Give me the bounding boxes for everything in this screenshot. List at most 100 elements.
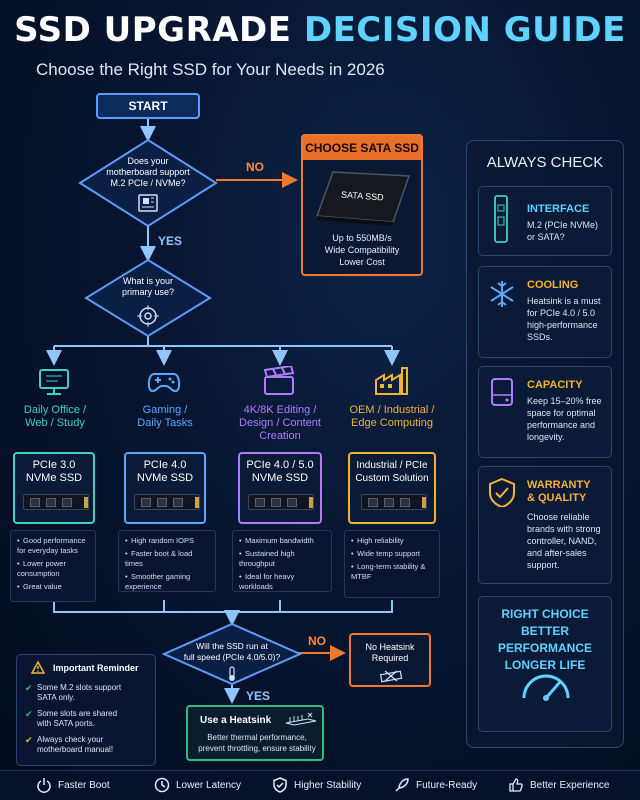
q1-yes-label: YES [158, 234, 183, 248]
reminder-line: Some M.2 slots support [37, 683, 122, 692]
ssd-name-line: NVMe SSD [251, 472, 309, 484]
clapperboard-icon [263, 366, 295, 395]
use-label-office: Daily Office / Web / Study [10, 404, 100, 430]
check-desc-line: Choose reliable [527, 512, 590, 522]
check-desc: M.2 (PCIe NVMe) or SATA? [527, 219, 611, 243]
shield-icon [273, 777, 287, 793]
factory-icon [375, 367, 408, 395]
no-heatsink-text: No Heatsink Required [351, 642, 429, 664]
check-desc-line: SSDs. [527, 332, 553, 342]
q1-line: motherboard support [106, 167, 190, 177]
footer-label: Lower Latency [176, 779, 242, 791]
ssd-name-line: Custom Solution [355, 473, 429, 484]
check-card-cooling: COOLING Heatsink is a must for PCIe 4.0 … [478, 266, 612, 358]
m2-ssd-image [134, 494, 200, 510]
ssd-card-name: Industrial / PCIe Custom Solution [350, 454, 434, 485]
footer-item-lower-latency: Lower Latency [154, 777, 241, 793]
check-heading: WARRANTY & QUALITY [527, 479, 591, 505]
feature-item: •Smoother gaming experience [125, 572, 191, 591]
important-reminder-box: Important Reminder ✔ Some M.2 slots supp… [16, 654, 156, 766]
no-heatsink-line: Required [371, 653, 409, 663]
check-desc: Heatsink is a must for PCIe 4.0 / 5.0 hi… [527, 295, 611, 343]
check-icon: ✔ [25, 709, 33, 719]
ssd-card-name: PCIe 3.0 NVMe SSD [15, 454, 93, 485]
final-line: RIGHT CHOICE [501, 607, 589, 621]
check-desc-line: support. [527, 560, 560, 570]
check-desc-line: for PCIe 4.0 / 5.0 [527, 308, 596, 318]
feature-item: •High reliability [351, 536, 404, 545]
footer-item-better-experience: Better Experience [508, 777, 610, 793]
target-icon [137, 305, 159, 327]
page-subtitle: Choose the Right SSD for Your Needs in 2… [36, 60, 385, 79]
features-industrial: •High reliability •Wide temp support •Lo… [344, 530, 440, 598]
check-desc-line: Heatsink is a must [527, 296, 601, 306]
ssd-name-line: PCIe 4.0 / 5.0 [246, 459, 314, 471]
feature-item: •Great value [17, 582, 62, 591]
ssd-card-pcie45: PCIe 4.0 / 5.0 NVMe SSD [238, 452, 322, 524]
ssd-card-pcie3: PCIe 3.0 NVMe SSD [13, 452, 95, 524]
no-heatsink-line: No Heatsink [365, 642, 415, 652]
m2-ssd-image [361, 494, 427, 510]
feature-text: Maximum bandwidth [245, 536, 314, 545]
footer-item-faster-boot: Faster Boot [36, 777, 110, 793]
title-part-white: SSD UPGRADE [14, 10, 292, 50]
ssd-name-line: Industrial / PCIe [356, 460, 428, 471]
check-heading: CAPACITY [527, 379, 583, 391]
heat-q-line: Will the SSD run at [196, 641, 268, 651]
feature-text: Great value [23, 582, 62, 591]
ssd-name-line: NVMe SSD [136, 472, 194, 484]
check-desc-line: performance and [527, 420, 596, 430]
feature-text: Ideal for heavy workloads [239, 572, 295, 591]
feature-item: •High random IOPS [125, 536, 194, 545]
title-part-cyan: DECISION GUIDE [303, 10, 626, 50]
q2-line: primary use? [121, 287, 175, 297]
check-desc-line: and after-sales [527, 548, 587, 558]
rocket-icon [395, 778, 409, 792]
reminder-line: Always check your [37, 735, 104, 744]
check-card-capacity: CAPACITY Keep 15–20% free space for opti… [478, 366, 612, 458]
footer-label: Higher Stability [294, 779, 362, 791]
reminder-line: motherboard manual! [37, 745, 114, 754]
reminder-line: with SATA ports. [37, 719, 95, 728]
ssd-card-industrial: Industrial / PCIe Custom Solution [348, 452, 436, 524]
always-check-title: ALWAYS CHECK [486, 154, 604, 171]
page-title: SSD UPGRADE DECISION GUIDE [0, 10, 640, 50]
use-label-line: Creation [259, 430, 301, 442]
feature-item: •Maximum bandwidth [239, 536, 314, 545]
q1-line: M.2 PCIe / NVMe? [110, 178, 186, 188]
features-pcie4: •High random IOPS •Faster boot & load ti… [118, 530, 216, 592]
gamepad-icon [147, 373, 181, 393]
check-card-interface: INTERFACE M.2 (PCIe NVMe) or SATA? [478, 186, 612, 256]
feature-item: •Sustained high throughput [239, 549, 295, 568]
use-label-line: Daily Office / [23, 404, 87, 416]
heatsink-icon [285, 712, 317, 726]
reminder-line: SATA only. [37, 693, 75, 702]
sata-header: CHOOSE SATA SSD [303, 136, 421, 160]
power-icon [37, 778, 51, 793]
check-heading-line: WARRANTY [527, 479, 591, 491]
q1-line: Does your [127, 156, 169, 166]
decision-q1-text: Does your motherboard support M.2 PCIe /… [98, 156, 198, 189]
footer-item-higher-stability: Higher Stability [272, 777, 361, 793]
check-desc-line: longevity. [527, 432, 565, 442]
use-label-line: Daily Tasks [137, 417, 193, 429]
use-label-gaming: Gaming / Daily Tasks [120, 404, 210, 430]
feature-text: Faster boot & load times [125, 549, 193, 568]
drive-icon [491, 378, 513, 406]
reminder-item: Some slots are shared with SATA ports. [37, 709, 153, 729]
heat-q-line: full speed (PCIe 4.0/5.0)? [183, 652, 281, 662]
check-desc-line: space for optimal [527, 408, 596, 418]
feature-text: High reliability [357, 536, 404, 545]
final-summary-box [478, 596, 612, 732]
final-line: BETTER PERFORMANCE [497, 624, 592, 655]
use-label-line: OEM / Industrial / [349, 404, 435, 416]
motherboard-icon [138, 194, 158, 212]
feature-text: Long-term stability & MTBF [351, 562, 426, 581]
feature-item: •Good performance for everyday tasks [17, 536, 86, 555]
reminder-item: Always check your motherboard manual! [37, 735, 153, 755]
footer-item-future-ready: Future-Ready [394, 777, 477, 793]
ssd-name-line: PCIe 4.0 [143, 459, 187, 471]
ssd-name-line: PCIe 3.0 [32, 459, 76, 471]
footer-label: Faster Boot [58, 779, 110, 791]
